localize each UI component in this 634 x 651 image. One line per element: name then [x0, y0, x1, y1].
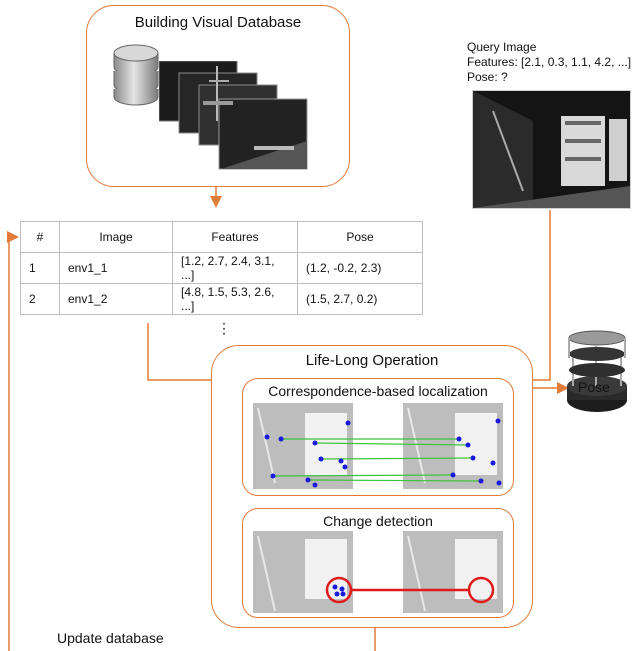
table-cell: env1_2 [59, 283, 173, 315]
table-cell: (1.5, 2.7, 0.2) [297, 283, 423, 315]
query-pose-text: Pose: ? [467, 70, 508, 84]
column-header-pose: Pose [297, 221, 423, 253]
match-lines [272, 438, 482, 482]
table-cell: (1.2, -0.2, 2.3) [297, 252, 423, 284]
query-features-text: Features: [2.1, 0.3, 1.1, 4.2, ...] [467, 55, 632, 69]
build-database-box: Building Visual Database [86, 5, 350, 187]
table-cell: env1_1 [59, 252, 173, 284]
robot-icon [567, 330, 627, 412]
localization-box: Correspondence-based localization [242, 378, 514, 496]
query-image [472, 90, 631, 209]
database-photo-stack [159, 61, 309, 171]
change-detection-title: Change detection [323, 513, 433, 529]
table-continuation-ellipsis: ⋮ [217, 320, 231, 336]
table-cell: 1 [20, 252, 60, 284]
table-header-row: # Image Features Pose [20, 221, 423, 253]
table-cell: [1.2, 2.7, 2.4, 3.1, ...] [172, 252, 298, 284]
column-header-image: Image [59, 221, 173, 253]
table-row: 1 env1_1 [1.2, 2.7, 2.4, 3.1, ...] (1.2,… [20, 252, 423, 284]
localization-title: Correspondence-based localization [268, 383, 488, 399]
keypoints [264, 418, 502, 488]
database-icon [113, 44, 159, 106]
database-table: # Image Features Pose 1 env1_1 [1.2, 2.7… [20, 221, 423, 315]
column-header-index: # [20, 221, 60, 253]
change-detection-box: Change detection [242, 508, 514, 618]
change-detection-image-pair [253, 531, 503, 613]
table-cell: 2 [20, 283, 60, 315]
arrow-update-up [7, 231, 19, 651]
build-database-title: Building Visual Database [134, 14, 302, 31]
table-row: 2 env1_2 [4.8, 1.5, 5.3, 2.6, ...] (1.5,… [20, 283, 423, 315]
lifelong-operation-title: Life-Long Operation [305, 352, 439, 369]
change-keypoints [332, 584, 346, 597]
localization-image-pair [253, 403, 503, 489]
arrow-table-to-localization [147, 323, 241, 386]
pose-output-label: Pose [578, 379, 610, 395]
query-image-title: Query Image [467, 40, 537, 54]
table-cell: [4.8, 1.5, 5.3, 2.6, ...] [172, 283, 298, 315]
column-header-features: Features [172, 221, 298, 253]
update-database-label: Update database [57, 630, 164, 646]
